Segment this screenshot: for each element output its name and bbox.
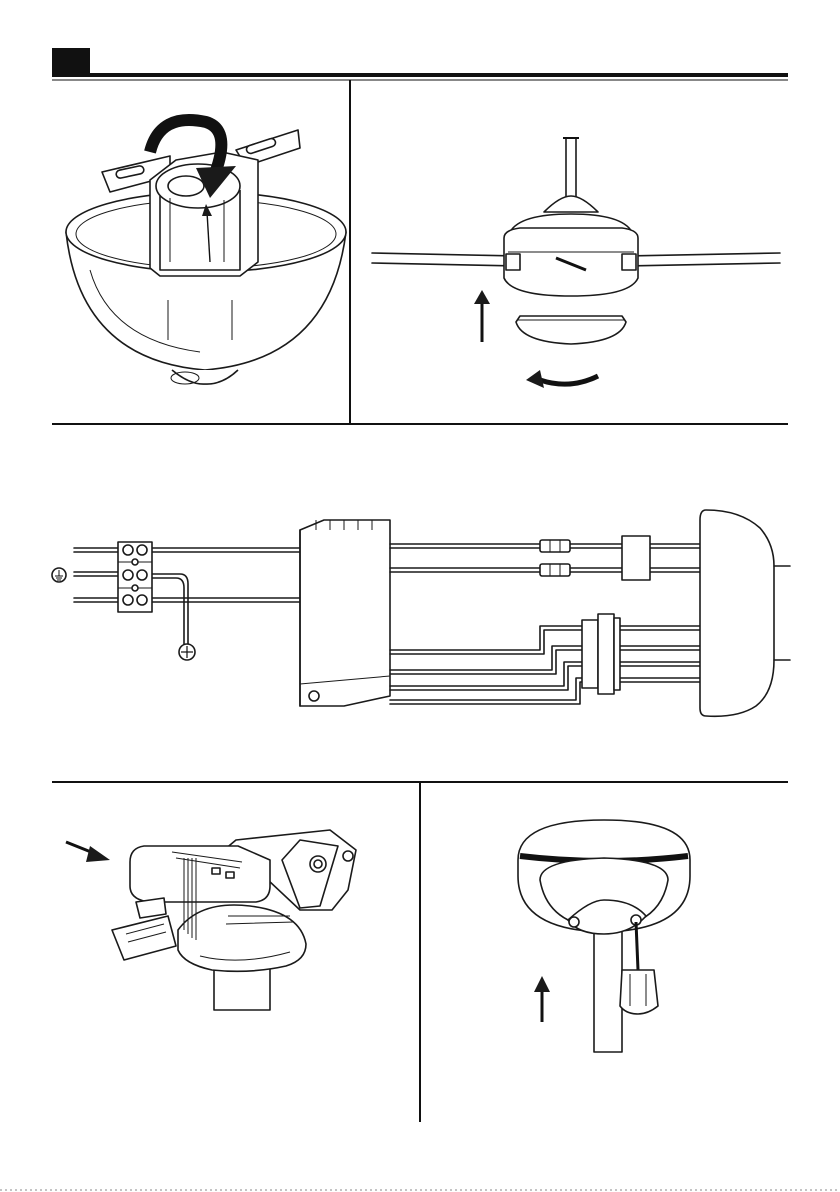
motor-body	[700, 510, 790, 716]
terminal-block	[118, 542, 152, 612]
header-tab	[52, 48, 90, 74]
header-rule	[52, 73, 788, 77]
wiring-diagram	[52, 510, 790, 716]
earth-terminal-icon	[179, 644, 195, 660]
receiver-install-illustration	[66, 830, 356, 1010]
canopy-screw-illustration	[518, 820, 690, 1052]
screwdriver-icon	[620, 922, 658, 1014]
fan-light-cover-illustration	[372, 138, 780, 388]
canopy-mount-illustration	[66, 120, 346, 384]
receiver-box	[300, 520, 390, 706]
header	[52, 48, 788, 80]
earth-ground-icon	[52, 568, 66, 582]
